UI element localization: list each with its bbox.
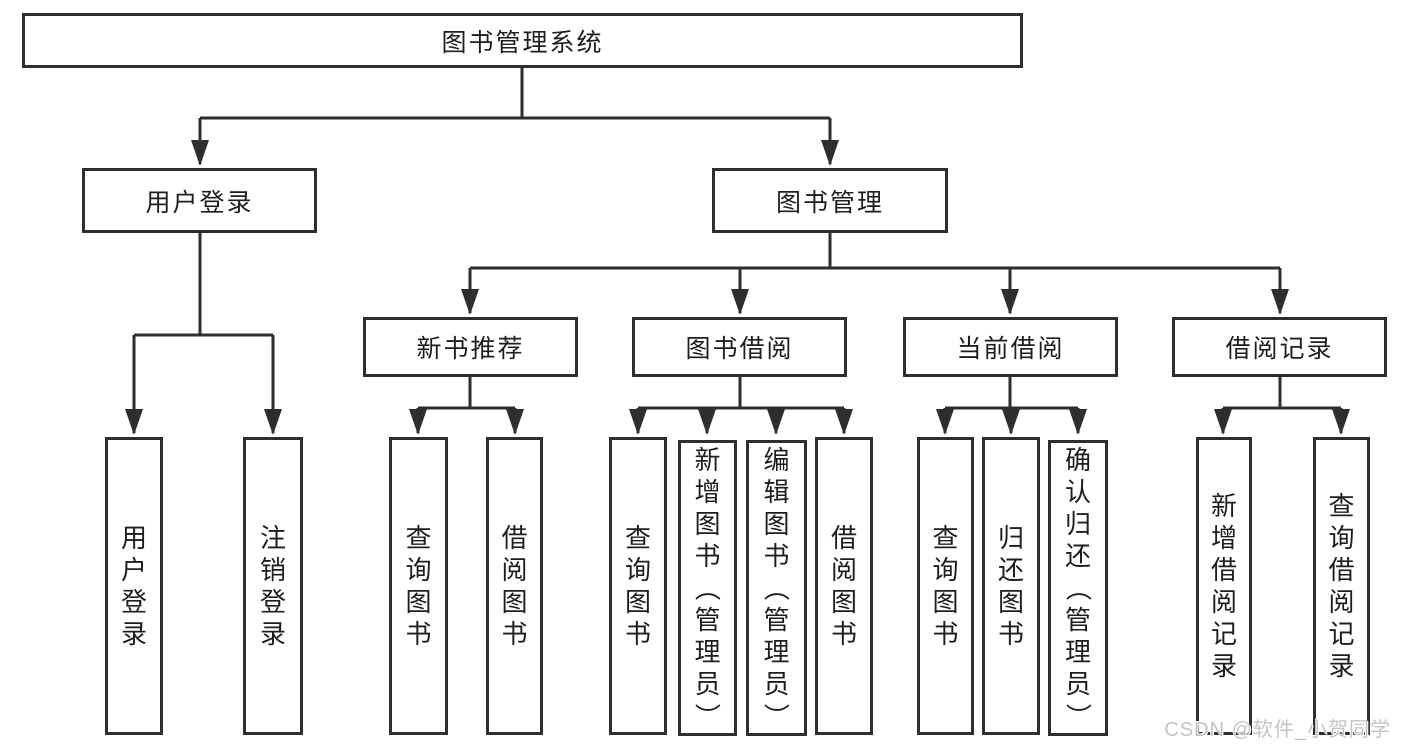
leaf-label: 查询图书 [405,523,432,649]
leaf-add-books-admin: 新增图书（管理员） [678,440,737,736]
node-book-management: 图书管理 [712,168,948,233]
node-label: 图书借阅 [685,335,794,363]
node-label: 图书管理 [775,188,884,217]
node-user-login: 用户登录 [82,168,317,233]
leaf-edit-books-admin: 编辑图书（管理员） [746,440,807,736]
leaf-borrow-books-recommend: 借阅图书 [486,437,543,735]
leaf-label: 借阅图书 [830,523,857,649]
leaf-label: 新增借阅记录 [1210,491,1237,681]
leaf-label: 查询借阅记录 [1328,491,1355,681]
leaf-label: 编辑图书（管理员） [761,445,792,730]
leaf-confirm-return-admin: 确认归还（管理员） [1048,440,1108,736]
leaf-add-borrow-record: 新增借阅记录 [1196,437,1252,735]
node-new-book-recommend: 新书推荐 [363,317,578,377]
leaf-query-books-recommend: 查询图书 [389,437,448,735]
leaf-label: 用户登录 [120,523,147,649]
leaf-label: 注销登录 [259,523,286,649]
node-label: 当前借阅 [956,335,1065,363]
node-current-borrow: 当前借阅 [903,317,1118,377]
leaf-label: 确认归还（管理员） [1062,445,1093,730]
leaf-label: 新增图书（管理员） [692,445,723,730]
leaf-label: 归还图书 [997,523,1024,649]
node-book-borrow: 图书借阅 [632,317,847,377]
leaf-query-borrow-record: 查询借阅记录 [1313,437,1370,735]
node-label: 图书管理系统 [441,28,604,57]
watermark: CSDN @软件_小贺同学 [1164,719,1391,741]
node-label: 新书推荐 [416,335,525,363]
leaf-label: 查询图书 [624,523,651,649]
node-borrow-records: 借阅记录 [1172,317,1387,377]
leaf-query-books-borrow: 查询图书 [609,437,667,735]
leaf-borrow-books: 借阅图书 [815,437,873,735]
node-label: 借阅记录 [1225,335,1334,363]
leaf-query-books-current: 查询图书 [917,437,974,735]
leaf-user-login: 用户登录 [105,437,163,735]
leaf-label: 借阅图书 [501,523,528,649]
leaf-label: 查询图书 [932,523,959,649]
leaf-return-books: 归还图书 [982,437,1040,735]
leaf-logout-login: 注销登录 [243,437,303,735]
node-label: 用户登录 [145,188,254,217]
node-library-system: 图书管理系统 [22,13,1023,68]
